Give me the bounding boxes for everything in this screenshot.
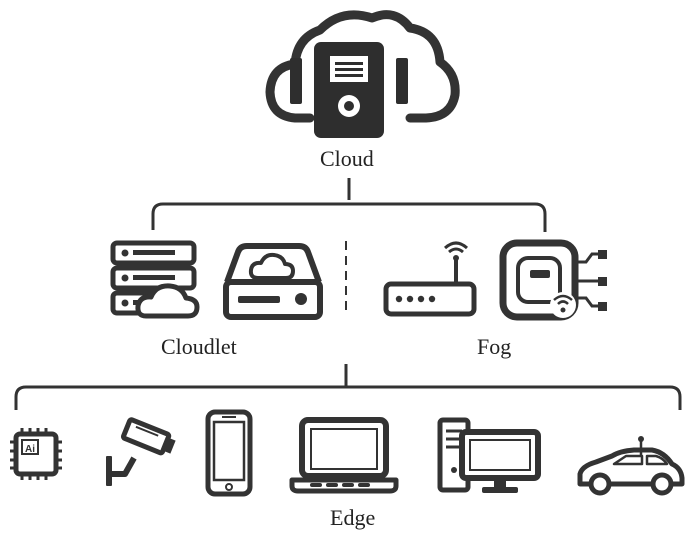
cloudlet-tier-label: Cloudlet [161,334,237,359]
svg-text:Ai: Ai [25,444,35,455]
server-rack-cloud-icon [110,240,200,319]
iot-gateway-icon [499,239,607,321]
fog-tier-label: Fog [477,334,512,359]
connected-car-icon [577,436,685,496]
cloud-storage-drive-icon [223,243,323,320]
security-camera-icon [106,417,176,486]
laptop-icon [289,417,399,494]
smartphone-icon [205,409,253,497]
edge-tier-label: Edge [330,505,376,530]
cloud-server-icon [265,10,460,138]
cloud-branch-connector [151,178,547,232]
desktop-computer-icon [437,417,541,493]
wifi-router-icon [383,241,477,317]
edge-branch-connector [14,364,682,410]
ai-chip-icon: Ai [10,428,62,480]
tree-connectors [14,178,682,410]
cloud-tier-label: Cloud [320,146,374,171]
